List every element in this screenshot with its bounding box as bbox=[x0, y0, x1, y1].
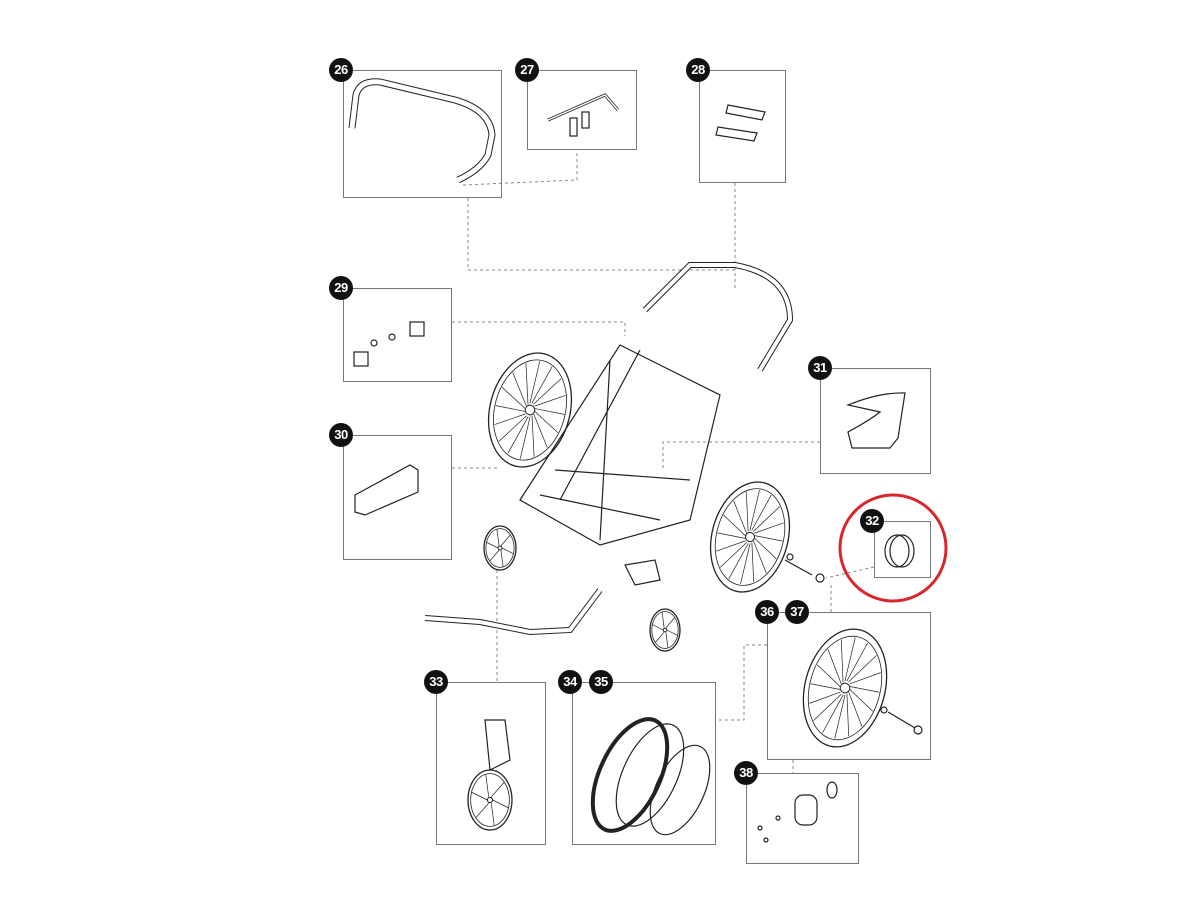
part-box-38[interactable] bbox=[746, 773, 859, 864]
part-number-badge: 26 bbox=[329, 58, 353, 82]
wheel-drawing bbox=[649, 608, 681, 652]
part-box-33[interactable] bbox=[436, 682, 546, 845]
wheel-drawing bbox=[467, 769, 513, 831]
wheel-drawing bbox=[709, 481, 791, 593]
wheel-drawing bbox=[483, 525, 517, 571]
part-box-27[interactable] bbox=[527, 70, 637, 150]
part-number-badge: 37 bbox=[785, 600, 809, 624]
part-number-badge: 31 bbox=[808, 356, 832, 380]
part-box-32[interactable] bbox=[874, 521, 931, 578]
part-number-badge: 34 bbox=[558, 670, 582, 694]
part-box-36-37[interactable] bbox=[767, 612, 931, 760]
part-box-30[interactable] bbox=[343, 435, 452, 560]
part-number-badge: 29 bbox=[329, 276, 353, 300]
part-number-badge: 27 bbox=[515, 58, 539, 82]
part-drawings bbox=[348, 78, 923, 843]
part-box-29[interactable] bbox=[343, 288, 452, 382]
part-number-badge: 33 bbox=[424, 670, 448, 694]
part-number-badge: 38 bbox=[734, 761, 758, 785]
part-number-badge: 28 bbox=[686, 58, 710, 82]
part-box-34-35[interactable] bbox=[572, 682, 716, 845]
wheels bbox=[467, 352, 888, 831]
part-number-badge: 36 bbox=[755, 600, 779, 624]
connector-lines bbox=[452, 150, 875, 773]
part-number-badge: 32 bbox=[860, 509, 884, 533]
part-box-26[interactable] bbox=[343, 70, 502, 198]
highlight-circle bbox=[838, 493, 948, 603]
wheel-drawing bbox=[487, 352, 573, 468]
part-box-31[interactable] bbox=[820, 368, 931, 474]
part-number-badge: 30 bbox=[329, 423, 353, 447]
part-number-badge: 35 bbox=[589, 670, 613, 694]
part-box-28[interactable] bbox=[699, 70, 786, 183]
wheel-drawing bbox=[802, 628, 888, 748]
